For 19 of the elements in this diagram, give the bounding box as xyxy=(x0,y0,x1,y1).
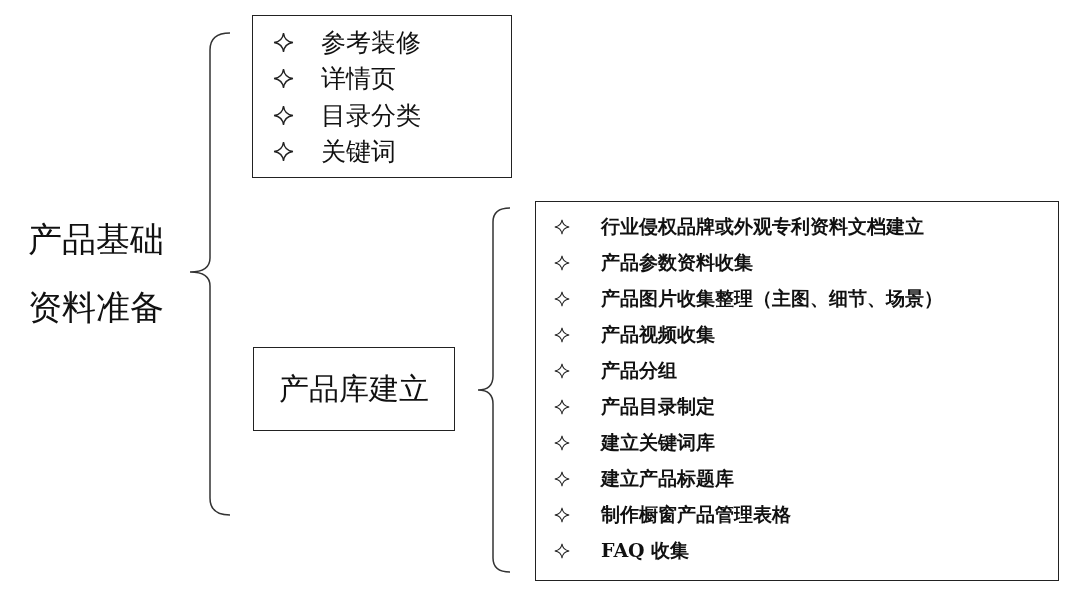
box-label: 产品库建立 xyxy=(279,369,429,408)
list-item: 关键词 xyxy=(321,136,396,169)
list-item: 建立产品标题库 xyxy=(601,466,734,491)
list-item: 产品图片收集整理（主图、细节、场景） xyxy=(601,286,943,311)
list-box xyxy=(252,15,512,178)
list-item: 行业侵权品牌或外观专利资料文档建立 xyxy=(601,214,924,239)
list-item: 建立关键词库 xyxy=(601,430,715,455)
list-box xyxy=(535,201,1059,581)
list-item: 产品视频收集 xyxy=(601,322,715,347)
list-item: 产品参数资料收集 xyxy=(601,250,753,275)
list-item: 产品目录制定 xyxy=(601,394,715,419)
list-item: 参考装修 xyxy=(321,26,421,59)
list-item: FAQ 收集 xyxy=(601,538,690,563)
list-item: 产品分组 xyxy=(601,358,677,383)
list-item: 制作橱窗产品管理表格 xyxy=(601,502,791,527)
list-item: 目录分类 xyxy=(321,99,421,132)
list-item: 详情页 xyxy=(321,63,396,96)
heading-text: 产品基础资料准备 xyxy=(28,218,165,329)
text-box xyxy=(253,347,455,431)
